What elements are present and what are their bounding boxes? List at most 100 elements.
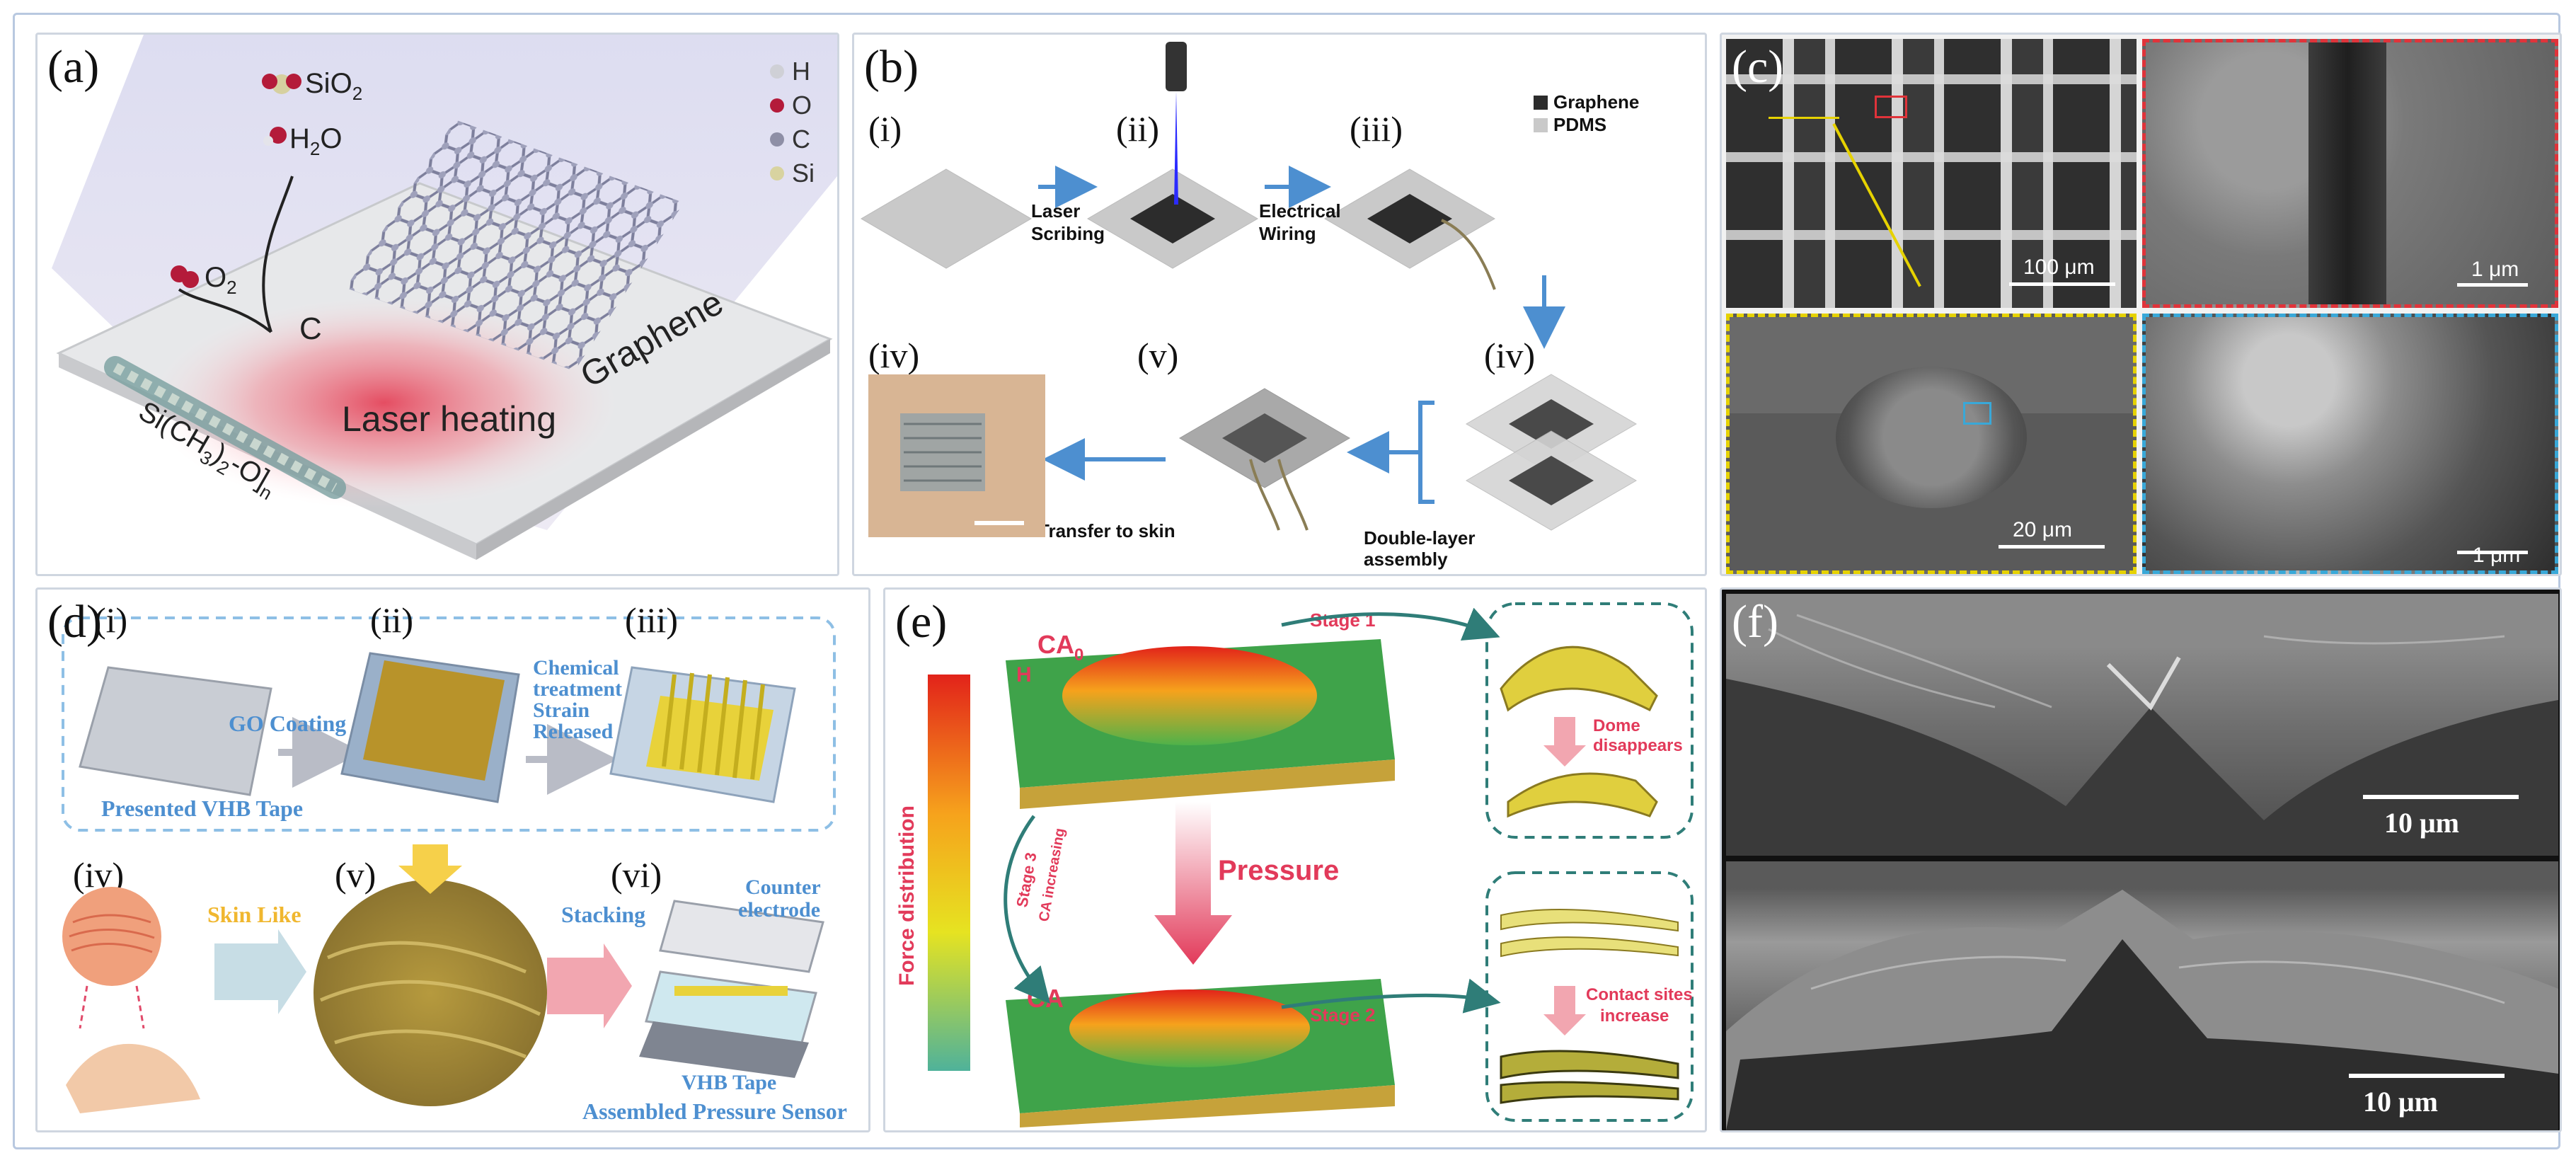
graphene-square-iii <box>1367 194 1452 243</box>
dome-model-top <box>1006 639 1395 809</box>
legend-si: Si <box>792 159 815 188</box>
reaction-arrow <box>262 176 294 333</box>
sem-crack-bottom-shape <box>1726 890 2558 1130</box>
step-b-ii: (ii) <box>1116 109 1159 149</box>
arrow-label-electrical: Electrical <box>1259 200 1341 222</box>
arrow-label-scribing: Scribing <box>1031 223 1105 244</box>
label-released: Released <box>533 720 614 743</box>
substrate-side-right <box>476 339 830 560</box>
laser-heating-label: Laser heating <box>342 399 556 439</box>
svg-text:CA0: CA0 <box>1037 630 1083 665</box>
sem-red-zoom: 1 μm <box>2142 39 2558 308</box>
step-d-i: (i) <box>94 600 127 640</box>
scale-1um-cyan: 1 μm <box>2473 544 2521 567</box>
legend-pdms: PDMS <box>1553 114 1606 135</box>
step-d-iii: (iii) <box>625 600 678 640</box>
panel-d-label: (d) <box>47 596 102 648</box>
arrow-contact <box>1543 986 1586 1035</box>
label-ca0-sub: 0 <box>1074 645 1083 665</box>
h2o-sub: 2 <box>310 138 320 159</box>
label-ca-increasing: CA increasing <box>1036 827 1068 923</box>
arrow-d-v-vi <box>547 943 632 1028</box>
arrow-d-down <box>398 844 462 894</box>
scale-20um: 20 μm <box>2013 518 2072 541</box>
arrow-label-wiring: Wiring <box>1259 223 1316 244</box>
panel-b-process: (i) (ii) (iii) (iv) (v) (iv) Graphene PD… <box>861 42 1639 570</box>
label-contact-sites: Contact sites <box>1586 985 1693 1004</box>
arrow-stage2 <box>1281 978 1501 1014</box>
legend-graphene: Graphene <box>1553 91 1639 113</box>
step-b-iv-photo: (iv) <box>868 335 919 375</box>
label-pressure: Pressure <box>1218 855 1339 886</box>
go-surface-v <box>314 880 547 1106</box>
panel-e-label: (e) <box>895 596 948 648</box>
dashed-box-stage2 <box>1485 871 1694 1122</box>
label-electrode: electrode <box>738 898 820 922</box>
polymer-chain <box>104 356 346 499</box>
dome-model-bottom <box>1006 979 1395 1127</box>
sensor-stack-vi <box>639 900 824 1078</box>
graphene-lattice <box>345 119 684 372</box>
panel-a-label: (a) <box>47 41 100 93</box>
h2o-molecule <box>270 127 287 144</box>
label-increase: increase <box>1600 1006 1669 1026</box>
arrow-dome <box>1543 717 1586 767</box>
skin-illustration <box>62 887 200 1113</box>
scale-10um-top: 10 μm <box>2384 807 2459 839</box>
panel-f: (f) 10 μm 10 μm <box>1720 587 2562 1132</box>
legend-graphene-swatch <box>1534 96 1548 110</box>
sem-cyan-zoom: 1 μm <box>2142 314 2558 574</box>
arrow-label-transfer: Transfer to skin <box>1038 520 1175 541</box>
h2o-tail: O <box>320 123 342 154</box>
label-assembled-sensor: Assembled Pressure Sensor <box>582 1098 847 1124</box>
label-treatment: treatment <box>533 677 622 701</box>
wire-iii <box>1441 219 1496 290</box>
dashed-group-d <box>62 616 836 832</box>
label-counter: Counter <box>745 876 821 899</box>
sem-grid-image: 100 μm <box>1726 39 2137 308</box>
label-stacking: Stacking <box>561 902 645 927</box>
bracket-iv <box>1418 401 1434 504</box>
step-d-vi: (vi) <box>611 855 662 895</box>
element-legend: H O C Si <box>770 57 815 188</box>
arrow-stage1 <box>1281 607 1500 641</box>
legend-c: C <box>792 125 810 154</box>
label-ca0: CA <box>1037 630 1074 659</box>
wire-v <box>1249 459 1280 531</box>
step-b-i: (i) <box>868 109 902 149</box>
step-b-iv: (iv) <box>1484 335 1535 375</box>
label-dome: Dome <box>1593 716 1640 735</box>
h2o-label: H <box>289 123 310 154</box>
sio2-sub: 2 <box>352 83 362 104</box>
step-d-ii: (ii) <box>370 600 413 640</box>
carbon-label: C <box>299 311 322 346</box>
arrow-label-assembly: assembly <box>1364 549 1448 570</box>
label-force-distribution: Force distribution <box>895 805 919 986</box>
svg-text:H2O: H2O <box>289 123 342 159</box>
step-d-v: (v) <box>335 855 376 895</box>
go-layer-ii <box>363 660 505 781</box>
label-skin-like: Skin Like <box>207 902 301 927</box>
dome-shape-bottom <box>1507 772 1658 818</box>
label-ca: CA <box>1027 984 1064 1013</box>
legend-h: H <box>792 57 810 86</box>
panel-a: (a) <box>35 33 839 576</box>
graphene-top-iv <box>1509 399 1594 449</box>
panel-f-label: (f) <box>1732 596 1778 648</box>
figure-frame <box>13 13 2560 1149</box>
pdms-sheet-i <box>861 168 1032 269</box>
sem-crack-top: 10 μm <box>1726 594 2558 856</box>
scale-100um: 100 μm <box>2023 256 2095 279</box>
label-vhb: Presented VHB Tape <box>101 796 303 821</box>
dome-shape-top <box>1500 645 1658 712</box>
label-go-coating: GO Coating <box>229 711 346 736</box>
sem-crack-top-shape <box>1726 614 2558 856</box>
legend-o: O <box>792 91 812 120</box>
graphene-square-v <box>1222 413 1307 463</box>
panel-e-diagram: Force distribution CA0 H CA Stage 1 Stag… <box>895 602 1694 1127</box>
panel-c: (c) 100 μm 1 μm 20 μm 1 μm <box>1720 33 2562 576</box>
graphene-bottom-iv <box>1509 456 1594 505</box>
arrow-stage3 <box>1004 815 1051 1004</box>
dashed-box-stage1 <box>1485 602 1694 839</box>
arrow-label-double-layer: Double-layer <box>1364 527 1476 549</box>
